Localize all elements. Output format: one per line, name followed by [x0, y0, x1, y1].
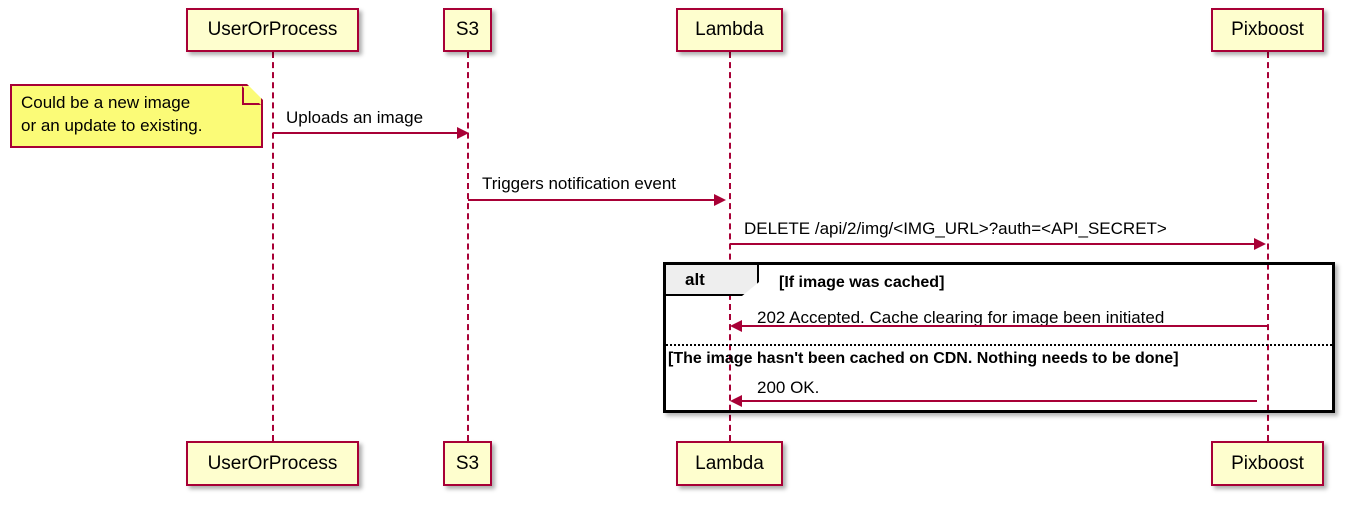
participant-s3-top[interactable]: S3 [443, 8, 492, 52]
lifeline-lambda [729, 52, 731, 441]
message-arrowhead-uploads-an-image [457, 127, 469, 139]
message-arrowhead-triggers-notification-event [714, 194, 726, 206]
note-fold-corner-icon [242, 86, 261, 105]
message-label-delete-api-img: DELETE /api/2/img/<IMG_URL>?auth=<API_SE… [744, 219, 1167, 238]
lifeline-userorprocess [272, 52, 274, 441]
message-line-triggers-notification-event [468, 199, 716, 201]
note-upload-context: Could be a new image or an update to exi… [10, 84, 263, 148]
lifeline-pixboost [1267, 52, 1269, 441]
message-line-200-ok [742, 400, 1257, 402]
alt-guard-1: [If image was cached] [779, 274, 945, 291]
message-label-triggers-notification-event: Triggers notification event [482, 174, 677, 193]
alt-fragment-operator-tab: alt [666, 265, 759, 296]
message-arrowhead-202-accepted [730, 320, 742, 332]
participant-userorprocess-top[interactable]: UserOrProcess [186, 8, 359, 52]
participant-pixboost-bottom[interactable]: Pixboost [1211, 441, 1324, 486]
alt-fragment-frame [663, 262, 1335, 413]
message-arrowhead-delete-api-img [1254, 238, 1266, 250]
participant-userorprocess-bottom[interactable]: UserOrProcess [186, 441, 359, 486]
participant-lambda-top[interactable]: Lambda [676, 8, 783, 52]
note-line-2: or an update to existing. [21, 115, 203, 135]
alt-guard-2: [The image hasn't been cached on CDN. No… [668, 350, 1179, 367]
lifeline-s3 [467, 52, 469, 441]
note-line-1: Could be a new image [21, 93, 191, 112]
message-line-uploads-an-image [273, 132, 459, 134]
message-line-202-accepted [742, 325, 1267, 327]
participant-s3-bottom[interactable]: S3 [443, 441, 492, 486]
message-line-delete-api-img [730, 243, 1256, 245]
message-label-uploads-an-image: Uploads an image [286, 108, 424, 127]
alt-operand-divider [666, 344, 1332, 346]
message-label-202-accepted: 202 Accepted. Cache clearing for image b… [757, 308, 1165, 327]
message-arrowhead-200-ok [730, 395, 742, 407]
message-label-200-ok: 200 OK. [757, 378, 820, 397]
participant-lambda-bottom[interactable]: Lambda [676, 441, 783, 486]
participant-pixboost-top[interactable]: Pixboost [1211, 8, 1324, 52]
